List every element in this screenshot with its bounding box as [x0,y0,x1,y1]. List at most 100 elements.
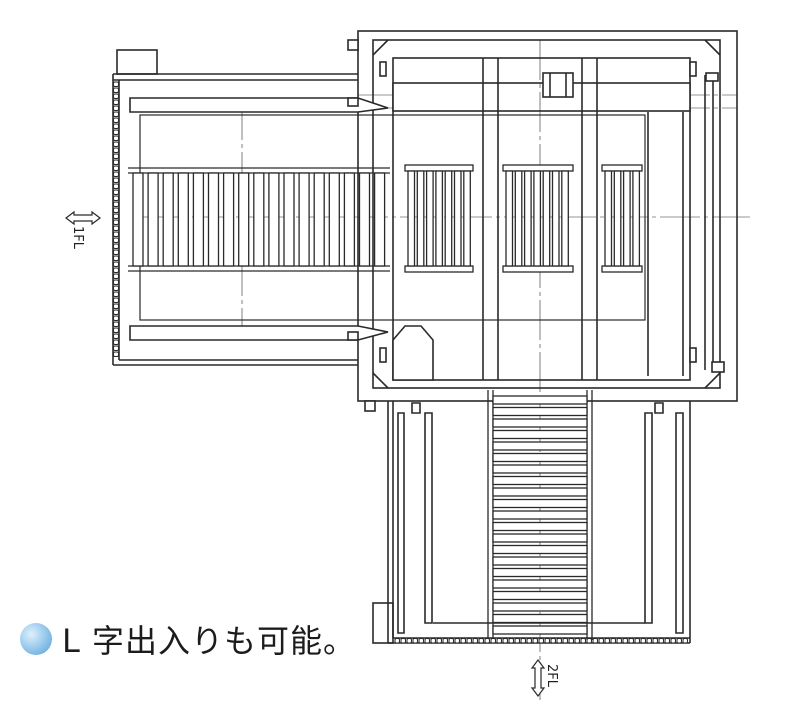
roller [492,475,588,486]
chain-link [113,261,119,267]
roller [132,172,144,267]
chain-link [113,177,119,183]
chain-link [113,219,119,225]
roller [313,172,325,267]
bottom-chain-edge [394,638,688,644]
chain-link [496,638,502,644]
roller [328,172,340,267]
roller [463,170,471,267]
chain-link [544,638,550,644]
roller [492,452,588,463]
chain-link [113,201,119,207]
chain-link [113,93,119,99]
chain-link [113,237,119,243]
roller [192,172,205,267]
chain-link [514,638,520,644]
chain-link [490,638,496,644]
chain-link [113,225,119,231]
roller [298,172,310,267]
chain-link [113,159,119,165]
roller [492,625,588,635]
chain-link [113,333,119,339]
roller [492,464,588,474]
roller [542,170,551,267]
chain-link [460,638,466,644]
roller [533,170,542,267]
chain-link [676,638,682,644]
chain-link [113,183,119,189]
roller [162,172,174,267]
chain-link [604,638,610,644]
roller [632,170,641,267]
chain-link [664,638,670,644]
double-arrow-icon [65,210,101,226]
chain-link [634,638,640,644]
chain-link [430,638,436,644]
chain-link [472,638,478,644]
chain-link [113,309,119,315]
roller [622,170,631,267]
roller [492,579,588,589]
chain-link [113,267,119,273]
chain-link [113,315,119,321]
roller [425,170,434,267]
roller [444,170,453,267]
roller [238,172,250,267]
roller [604,170,613,267]
chain-link [113,105,119,111]
caption: L 字出入りも可能。 [20,619,357,660]
chain-link [526,638,532,644]
chain-link [113,153,119,159]
roller [253,172,265,267]
chain-link [646,638,652,644]
roller [407,170,416,267]
chain-link [113,321,119,327]
roller [435,170,444,267]
roller [177,172,189,267]
roller [492,613,588,624]
floor2-access: 2FL [530,659,559,697]
chain-link [113,279,119,285]
roller [551,170,560,267]
roller [492,567,588,578]
chain-link [113,81,119,87]
chain-link [113,87,119,93]
chain-link [454,638,460,644]
chain-link [616,638,622,644]
chain-link [574,638,580,644]
chain-link [113,111,119,117]
roller [453,170,462,267]
chain-link [113,327,119,333]
floor2-label: 2FL [544,664,559,688]
chain-link [478,638,484,644]
roller [207,172,220,267]
roller [147,172,159,267]
chain-link [448,638,454,644]
chain-link [598,638,604,644]
left-roller-conveyor [128,167,390,272]
corner-plates [347,39,725,412]
chain-link [400,638,406,644]
caption-text: L 字出入りも可能。 [62,622,357,660]
roller [492,441,588,451]
chain-link [113,255,119,261]
floor1-label: 1FL [70,226,85,250]
central-roller-banks [404,164,643,273]
chain-link [113,303,119,309]
chain-link [113,135,119,141]
chain-link [568,638,574,644]
chain-link [682,638,688,644]
chain-link [113,297,119,303]
chain-link [424,638,430,644]
chain-link [113,195,119,201]
chain-link [550,638,556,644]
chain-link [502,638,508,644]
chain-link [113,171,119,177]
chain-link [670,638,676,644]
chain-link [418,638,424,644]
chain-link [113,249,119,255]
chain-link [586,638,592,644]
roller [613,170,622,267]
chain-link [113,273,119,279]
